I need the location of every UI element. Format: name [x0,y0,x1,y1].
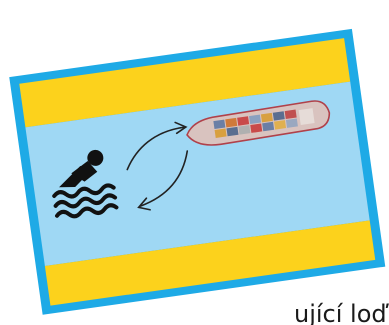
swimmer-icon [52,149,119,219]
container-ship-icon [186,100,331,146]
exchange-arrows-icon [126,121,189,211]
bottom-stripe [44,220,376,306]
top-stripe [19,38,351,128]
caption-text: ující loď [294,300,387,325]
